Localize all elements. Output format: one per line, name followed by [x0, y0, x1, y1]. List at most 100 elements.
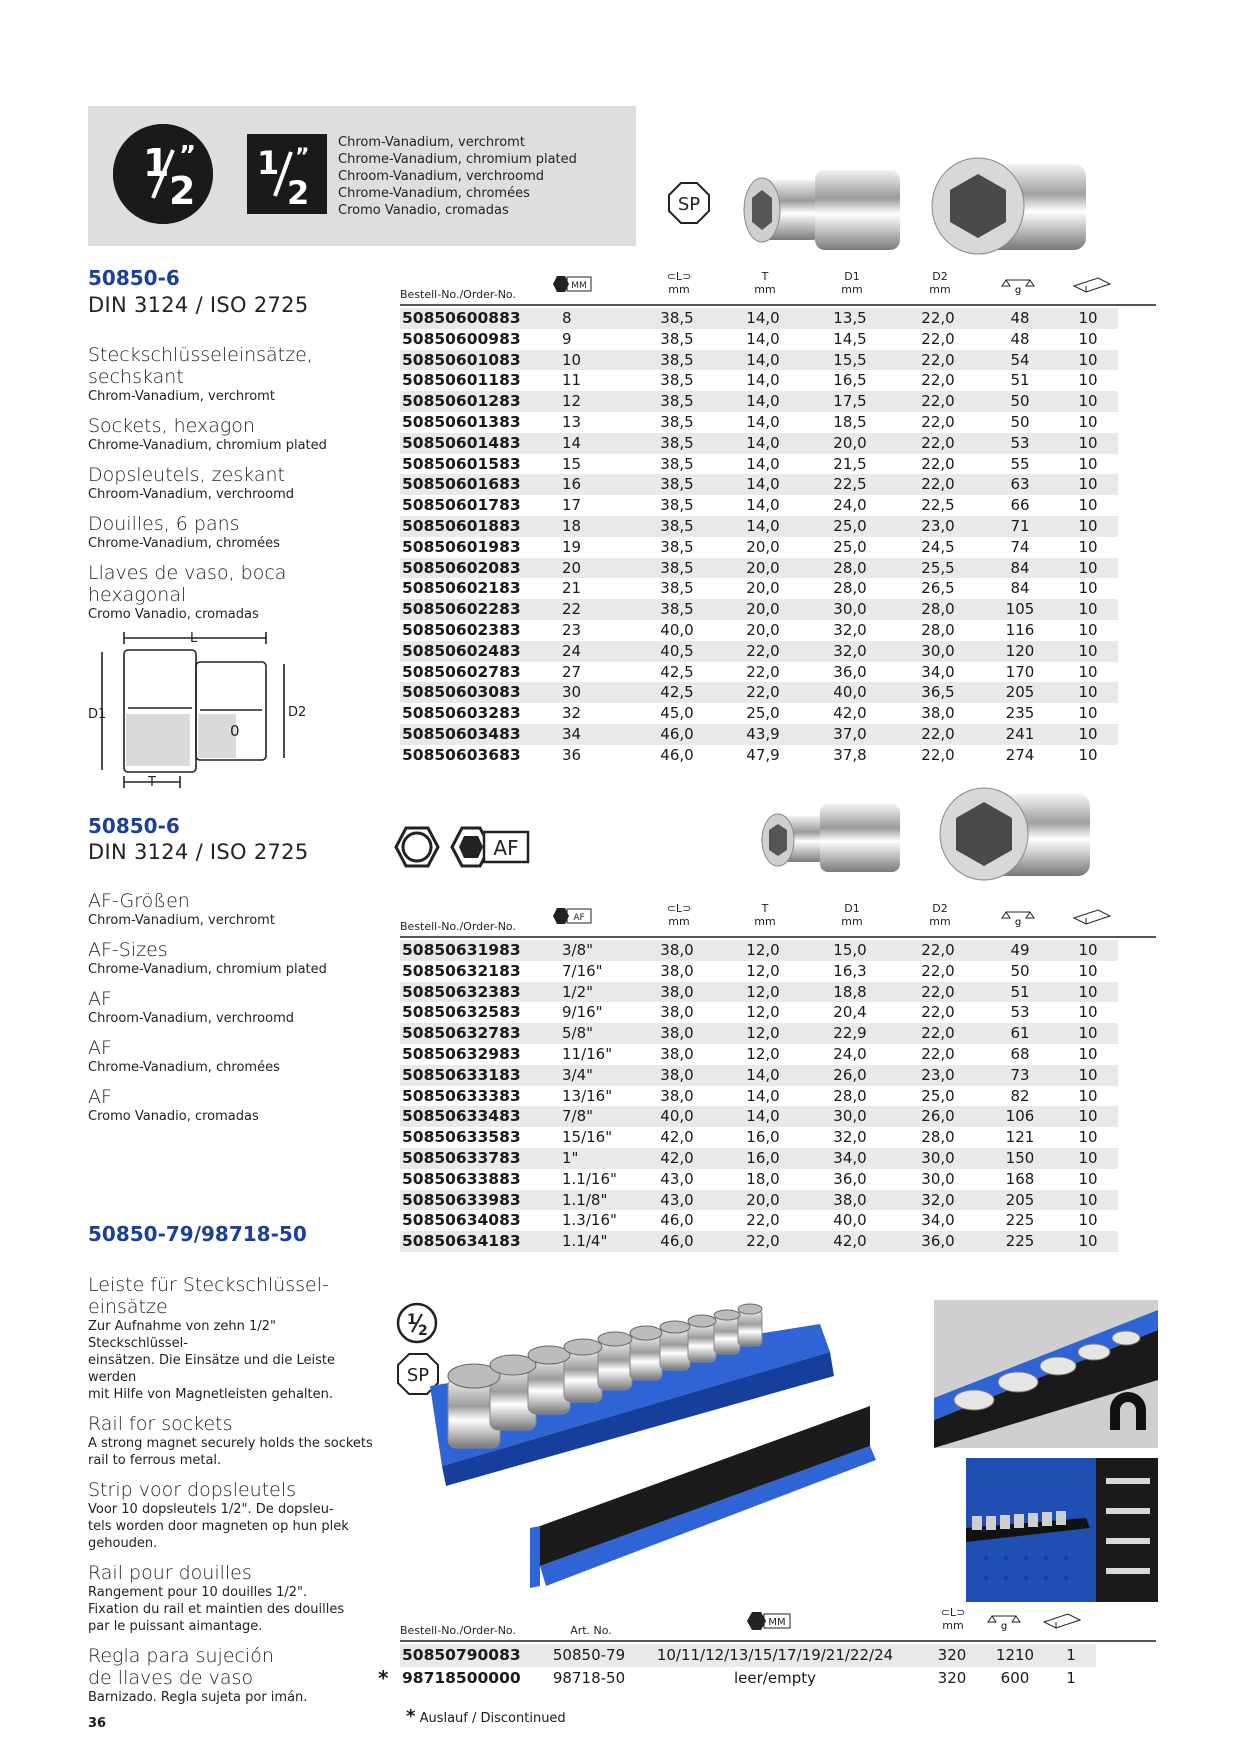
table-cell: 10 — [1078, 537, 1098, 556]
table-cell: 10 — [1078, 329, 1098, 348]
desc-title: sechskant — [88, 366, 184, 388]
table-cell: 10 — [1058, 1023, 1118, 1044]
table-cell: 16 — [562, 474, 634, 496]
af-socket-small-image — [758, 798, 908, 876]
table-cell: 121 — [1005, 1128, 1035, 1147]
table-cell: 22,0 — [894, 723, 982, 745]
table-cell: 38,5 — [634, 391, 720, 412]
table-cell: 10 — [1078, 1003, 1098, 1022]
table-cell: 38,5 — [634, 432, 720, 454]
table-cell: 17,5 — [806, 391, 894, 412]
table-cell: 47,9 — [746, 745, 780, 764]
material-line: Chroom-Vanadium, verchroomd — [338, 169, 544, 184]
half-inch-square-icon: 1 2 ” — [247, 134, 327, 214]
order-number-cell: 50850603283 — [402, 704, 521, 723]
d1-label: D1 — [844, 902, 860, 915]
desc-title: Llaves de vaso, boca hexagonal — [88, 562, 287, 606]
table-cell: 11/16" — [562, 1044, 613, 1063]
table-cell: 22,0 — [894, 474, 982, 496]
table-cell: 38,0 — [660, 1003, 694, 1022]
table-cell: 40,5 — [634, 640, 720, 662]
desc-title: AF — [88, 1037, 112, 1059]
table-cell: 12,0 — [720, 940, 806, 961]
order-number-cell: 50850633783 — [400, 1147, 562, 1169]
table-cell: 22,0 — [921, 961, 955, 980]
order-number-cell: 50850602383 — [402, 620, 521, 639]
table-cell: 120 — [982, 640, 1058, 662]
table-cell: 40,0 — [660, 620, 694, 639]
table-cell: 150 — [982, 1147, 1058, 1169]
table-cell: 74 — [1010, 537, 1030, 556]
table-cell: 50 — [1010, 961, 1030, 980]
table-cell: 14 — [562, 432, 634, 454]
table-cell: 20,0 — [720, 1189, 806, 1211]
table-cell: 22,0 — [720, 1231, 806, 1252]
table-cell: 20,0 — [746, 579, 780, 598]
section3-descriptions: Leiste für Steckschlüssel- einsätze Zur … — [88, 1274, 378, 1706]
weight-scale-icon: g — [1000, 276, 1036, 300]
table-cell: 25,0 — [833, 537, 867, 556]
svg-text:MM: MM — [768, 1617, 785, 1628]
discontinued-star-icon: * — [378, 1666, 389, 1690]
d1-unit: mm — [841, 283, 863, 296]
svg-text:1: 1 — [407, 1312, 417, 1328]
table-cell: 32,0 — [894, 1189, 982, 1211]
package-icon — [1072, 276, 1112, 298]
table-cell: 26,5 — [921, 579, 955, 598]
order-number-cell: 50850601383 — [402, 412, 521, 431]
table-cell: 15,5 — [806, 349, 894, 371]
table-cell: 32,0 — [833, 1128, 867, 1147]
section1-standard: DIN 3124 / ISO 2725 — [88, 293, 309, 317]
table-cell: 38,5 — [634, 474, 720, 496]
table-cell: 63 — [982, 474, 1058, 496]
table-cell: 24,0 — [833, 1044, 867, 1063]
table-cell: 34,0 — [921, 662, 955, 681]
desc-title: AF — [88, 988, 112, 1010]
section2-standard: DIN 3124 / ISO 2725 — [88, 840, 309, 864]
order-no-header: Bestell-No./Order-No. — [400, 1624, 516, 1637]
table-cell: 66 — [1010, 496, 1030, 515]
table-cell: 22,0 — [746, 662, 780, 681]
table-cell: 30,0 — [806, 599, 894, 620]
table-cell: 42,0 — [660, 1128, 694, 1147]
table-cell: 12,0 — [720, 981, 806, 1003]
desc-subtitle: Cromo Vanadio, cromadas — [88, 607, 259, 622]
desc-title: AF-Größen — [88, 890, 190, 912]
order-number-cell: 50850634083 — [402, 1211, 521, 1230]
table-cell: 225 — [1005, 1211, 1035, 1230]
desc-body: Barnizado. Regla sujeta por imán. — [88, 1690, 308, 1705]
table-cell: 38,5 — [634, 599, 720, 620]
desc-body: Voor 10 dopsleutels 1/2". De dopsleu- — [88, 1502, 334, 1517]
order-number-cell: 50850600883 — [400, 308, 562, 329]
table-cell: 38,0 — [634, 981, 720, 1003]
desc-body: mit Hilfe von Magnetleisten gehalten. — [88, 1387, 333, 1402]
table-cell: 46,0 — [660, 1211, 694, 1230]
table-cell: 22,0 — [921, 1003, 955, 1022]
table-cell: 28,0 — [921, 1128, 955, 1147]
table-cell: 38,0 — [660, 961, 694, 980]
order-number-cell: 50850633883 — [402, 1169, 521, 1188]
table-cell: 42,5 — [660, 662, 694, 681]
table-cell: 10 — [1078, 620, 1098, 639]
table-cell: 25,0 — [921, 1086, 955, 1105]
table-cell: 43,0 — [660, 1169, 694, 1188]
section1-part-number: 50850-6 — [88, 266, 180, 290]
table-cell: 22,0 — [720, 640, 806, 662]
table-cell: 32,0 — [833, 620, 867, 639]
order-number-cell: 50850602783 — [402, 662, 521, 681]
desc-title: Douilles, 6 pans — [88, 513, 240, 535]
table-cell: 42,0 — [833, 704, 867, 723]
footnote: * Auslauf / Discontinued — [406, 1706, 566, 1727]
svg-text:SP: SP — [678, 194, 700, 215]
table-cell: 84 — [1010, 579, 1030, 598]
table-cell: 22,0 — [921, 371, 955, 390]
